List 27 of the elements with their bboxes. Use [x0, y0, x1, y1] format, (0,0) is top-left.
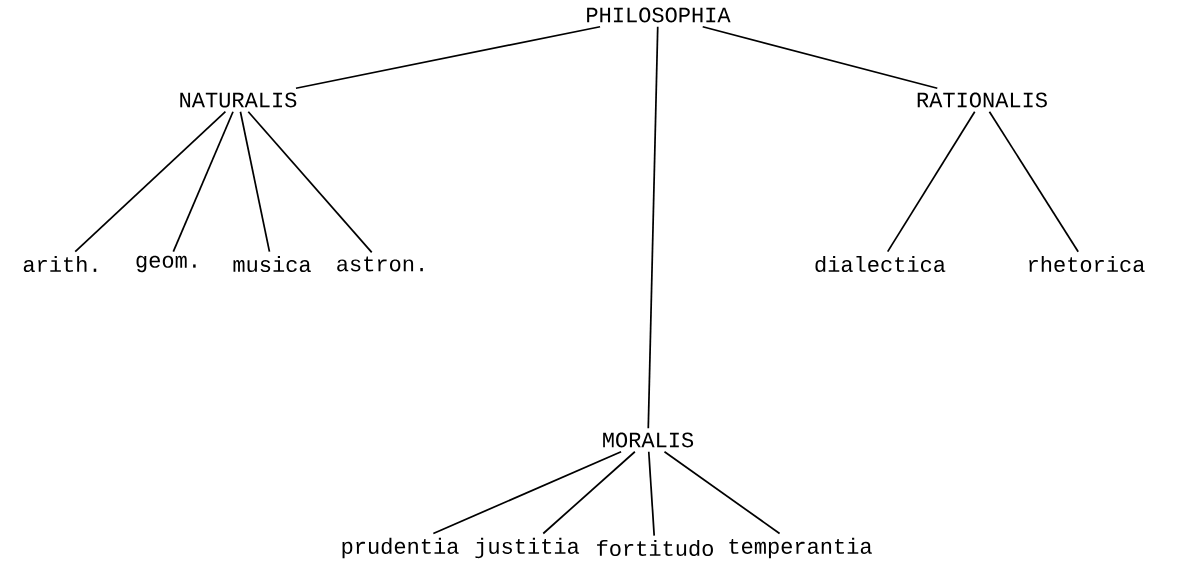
branch-line: [647, 25, 659, 430]
branch-line: [542, 450, 636, 535]
branch-line: [432, 450, 622, 535]
term-label: RATIONALIS: [917, 92, 1047, 108]
branch-line: [239, 110, 271, 253]
branch-line: [988, 110, 1080, 253]
branch-line: [74, 110, 227, 253]
term-label: musica: [233, 255, 311, 273]
branch-line: [247, 110, 373, 254]
branch-line: [647, 450, 656, 537]
branch-line: [701, 25, 939, 90]
branch-line: [172, 110, 234, 253]
term-label: MORALIS: [603, 432, 694, 448]
branch-line: [886, 110, 976, 253]
term-label: arith.: [23, 255, 97, 273]
term-label: astron.: [337, 256, 423, 272]
term-label: justitia: [475, 537, 580, 559]
term-label: PHILOSOPHIA: [587, 7, 731, 23]
term-label: dialectica: [815, 255, 946, 273]
branch-line: [663, 450, 781, 535]
term-label: prudentia: [342, 537, 459, 559]
term-label: geom.: [136, 255, 196, 273]
term-label: NATURALIS: [180, 92, 297, 108]
term-label: rhetorica: [1029, 255, 1145, 273]
term-label: temperantia: [729, 537, 872, 559]
branch-line: [295, 25, 601, 90]
term-label: fortitudo: [597, 539, 713, 557]
